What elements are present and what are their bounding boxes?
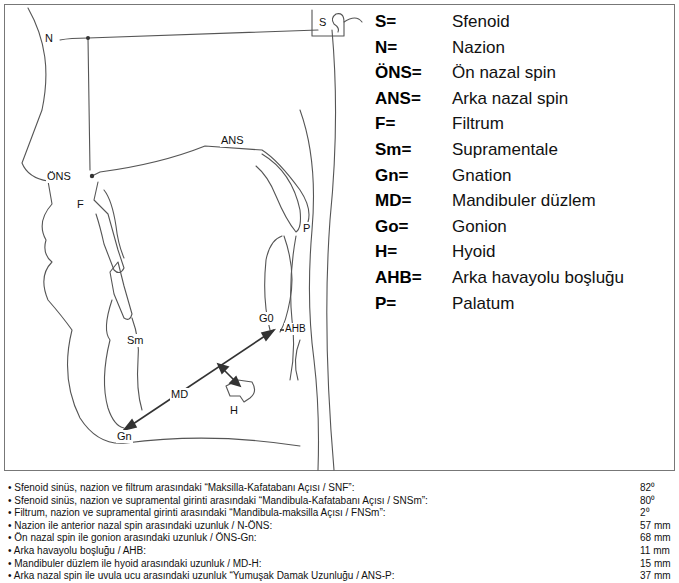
key-abbreviation: AHB= [375, 268, 422, 288]
key-meaning: Nazion [452, 38, 505, 58]
key-meaning: Filtrum [452, 114, 504, 134]
key-abbreviation: N= [375, 38, 397, 58]
measurement-text: • Mandibuler düzlem ile hyoid arasındaki… [8, 558, 262, 570]
soft-palate [256, 154, 301, 232]
sn-line [88, 30, 318, 38]
measurement-value: 82⁰ [640, 482, 655, 494]
landmark-label: ÖNS [46, 170, 72, 183]
key-abbreviation: P= [375, 294, 396, 314]
measurement-text: • Nazion ile anterior nazal spin arasınd… [8, 520, 272, 532]
key-meaning: Mandibuler düzlem [452, 191, 596, 211]
nasion-point [86, 36, 90, 40]
arrowhead [230, 377, 240, 386]
arrowhead [262, 330, 274, 340]
key-meaning: Palatum [452, 294, 514, 314]
measurement-value: 37 mm [640, 570, 671, 582]
landmark-label: Sm [126, 334, 145, 347]
measurement-text: • Ön nazal spin ile gonion arasındaki uz… [8, 532, 257, 544]
key-abbreviation: S= [375, 12, 396, 32]
key-meaning: Gnation [452, 166, 512, 186]
nasal-bone [60, 38, 88, 40]
key-abbreviation: H= [375, 242, 397, 262]
ons-point [90, 174, 94, 178]
key-abbreviation: Gn= [375, 166, 409, 186]
key-abbreviation: MD= [375, 191, 411, 211]
sella-turcica [312, 10, 344, 36]
key-meaning: Supramentale [452, 140, 558, 160]
measurement-text: • Arka havayolu boşluğu / AHB: [8, 545, 146, 557]
measurement-value: 80⁰ [640, 495, 655, 507]
upper-incisor-root [104, 190, 124, 258]
landmark-label: MD [170, 388, 189, 401]
measurement-text: • Sfenoid sinüs, nazion ve supramental g… [8, 495, 428, 507]
key-abbreviation: Sm= [375, 140, 411, 160]
landmark-label: Gn [116, 430, 133, 443]
arrowhead [124, 420, 136, 430]
ramus-posterior [280, 236, 292, 332]
epiglottis [295, 340, 300, 380]
key-meaning: Arka nazal spin [452, 89, 568, 109]
key-abbreviation: ÖNS= [375, 63, 422, 83]
arrowhead [218, 364, 228, 373]
landmark-label: ANS [220, 134, 245, 147]
key-abbreviation: F= [375, 114, 395, 134]
measurement-value: 11 mm [640, 545, 670, 557]
landmark-label: AHB [284, 323, 307, 335]
measurement-text: • Filtrum, nazion ve supramental girinti… [8, 507, 386, 519]
key-meaning: Hyoid [452, 242, 495, 262]
measurement-text: • Sfenoid sinüs, nazion ve filtrum arası… [8, 482, 354, 494]
measurement-value: 15 mm [640, 558, 671, 570]
mandibular-plane [124, 330, 274, 430]
symphysis-inner [132, 318, 142, 410]
cervical-outline [327, 30, 336, 470]
frame [5, 5, 675, 471]
landmark-label: N [44, 32, 54, 45]
posterior-pharyngeal-wall [300, 110, 319, 470]
measurement-value: 57 mm [640, 520, 671, 532]
key-meaning: Sfenoid [452, 12, 510, 32]
soft-tissue-profile [22, 8, 300, 446]
palatal-line [92, 146, 309, 222]
measurement-value: 2⁰ [640, 507, 650, 519]
key-meaning: Arka havayolu boşluğu [452, 268, 624, 288]
key-abbreviation: ANS= [375, 89, 421, 109]
landmark-label: F [76, 198, 85, 211]
clinoid [344, 18, 362, 22]
landmark-label: G0 [258, 312, 275, 325]
upper-incisor [94, 182, 124, 273]
key-abbreviation: Go= [375, 217, 409, 237]
landmark-label: P [302, 222, 311, 235]
key-meaning: Ön nazal spin [452, 63, 556, 83]
n-ons-line [88, 38, 90, 170]
measurement-text: • Arka nazal spin ile uvula ucu arasında… [8, 570, 394, 582]
lower-incisor [110, 262, 132, 319]
measurement-value: 68 mm [640, 532, 671, 544]
symphysis [104, 300, 124, 428]
key-meaning: Gonion [452, 217, 507, 237]
landmark-label: S [318, 16, 327, 29]
landmark-label: H [229, 404, 239, 417]
